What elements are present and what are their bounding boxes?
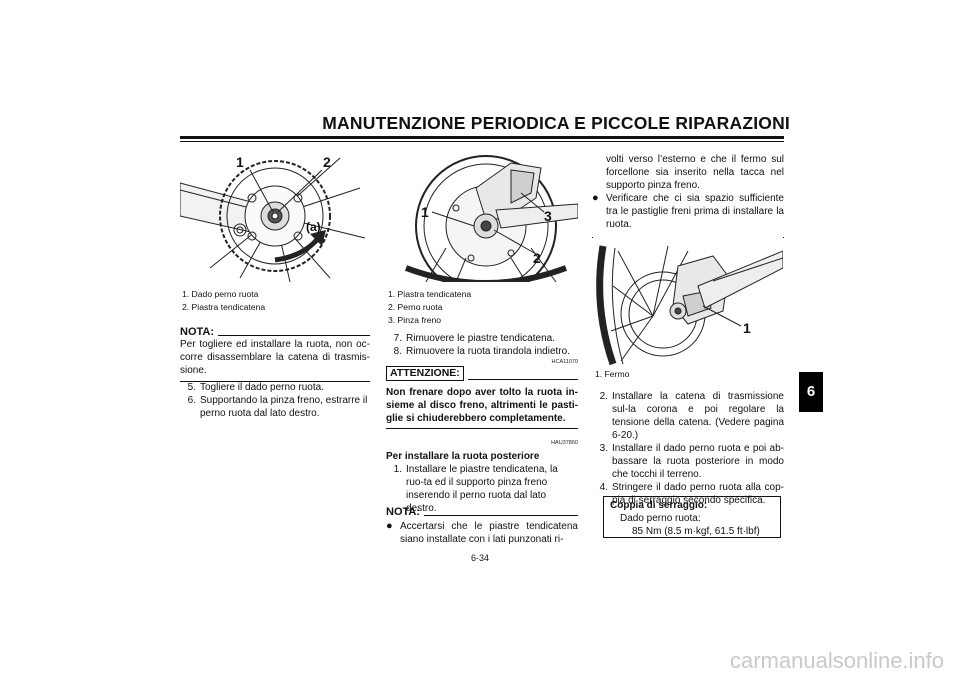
steps-list-1: 5.Togliere il dado perno ruota. 6.Suppor…: [180, 381, 372, 420]
caption-item: 1. Piastra tendicatena: [388, 289, 472, 299]
nota-block-2: NOTA: ● Accertarsi che le piastre tendic…: [386, 506, 578, 546]
nota-continued: volti verso l’esterno e che il fermo sul…: [592, 153, 784, 238]
callout-1: 1: [421, 204, 429, 220]
caption-item: 3. Pinza freno: [388, 315, 442, 325]
list-item: 5.Togliere il dado perno ruota.: [187, 382, 324, 393]
figure-wheel-nut: 1 2 (a): [180, 148, 370, 282]
watermark: carmanualsonline.info: [730, 648, 945, 673]
figure1-captions: 1. Dado perno ruota 2. Piastra tendicate…: [182, 288, 265, 314]
callout-2: 2: [533, 250, 541, 266]
nota-heading: NOTA:: [180, 326, 370, 338]
caution-block: ATTENZIONE: Non frenare dopo aver tolto …: [386, 366, 578, 429]
sprocket-illustration: [180, 157, 366, 282]
steps-list-3: 2.Installare la catena di trasmissione s…: [592, 390, 784, 507]
caution-divider: [386, 428, 578, 429]
list-item: ● Accertarsi che le piastre tendicatena …: [386, 520, 578, 545]
list-item: volti verso l’esterno e che il fermo sul…: [606, 154, 784, 191]
list-item: 6.Supportando la pinza freno, estrarre i…: [187, 395, 368, 419]
caption-item: 1. Fermo: [595, 369, 630, 379]
figure-stopper: 1: [593, 236, 783, 366]
list-item: 2.Installare la catena di trasmissione s…: [599, 391, 784, 441]
nota-block-1: NOTA: Per togliere ed installare la ruot…: [180, 326, 370, 382]
ref-code: HAU37860: [551, 440, 578, 446]
callout-1: 1: [236, 154, 244, 170]
list-item: ● Verificare che ci sia spazio sufficien…: [592, 192, 784, 230]
callout-3: 3: [544, 208, 552, 224]
list-item: 8.Rimuovere la ruota tirandola indietro.: [393, 346, 570, 357]
figure3-captions: 1. Fermo: [595, 368, 629, 381]
figure-brake-caliper: 1 2 3: [386, 148, 578, 282]
torque-spec-box: Coppia di serraggio: Dado perno ruota: 8…: [603, 496, 781, 538]
list-item: 7.Rimuovere le piastre tendicatena.: [393, 333, 555, 344]
callout-1: 1: [743, 320, 751, 336]
ref-code: HCA11070: [551, 359, 579, 365]
header-rule-thin: [180, 141, 784, 142]
steps-list-2: 7.Rimuovere le piastre tendicatena. 8.Ri…: [386, 332, 578, 358]
nota-text: Per togliere ed installare la ruota, non…: [180, 339, 370, 376]
nota-label: NOTA:: [386, 506, 421, 518]
torque-value: 85 Nm (8.5 m·kgf, 61.5 ft·lbf): [632, 526, 760, 537]
caption-item: 2. Perno ruota: [388, 302, 443, 312]
nota-heading: NOTA:: [386, 506, 578, 518]
callout-2: 2: [323, 154, 331, 170]
torque-title: Coppia di serraggio:: [610, 500, 708, 511]
list-item: 3.Installare il dado perno ruota e poi a…: [599, 443, 784, 480]
figure2-captions: 1. Piastra tendicatena 2. Perno ruota 3.…: [388, 288, 471, 327]
list-item: 1.Installare le piastre tendicatena, la …: [393, 464, 558, 514]
caption-item: 1. Dado perno ruota: [182, 289, 259, 299]
nota-label: NOTA:: [180, 326, 215, 338]
install-heading: Per installare la ruota posteriore: [386, 451, 540, 462]
install-steps: 1.Installare le piastre tendicatena, la …: [386, 463, 578, 515]
callout-a: (a): [306, 220, 321, 234]
stopper-illustration: [596, 245, 783, 366]
caution-text: Non frenare dopo aver tolto la ruota in-…: [386, 387, 578, 424]
header-rule: [180, 136, 784, 139]
torque-item: Dado perno ruota:: [620, 513, 701, 524]
bullet-icon: ●: [386, 520, 393, 532]
nota-divider: [180, 381, 370, 382]
section-tab: 6: [799, 372, 823, 412]
list-item: 4.Stringere il dado perno ruota alla cop…: [599, 482, 784, 506]
page-number: 6-34: [470, 553, 489, 563]
brake-illustration: [404, 155, 578, 282]
bullet-icon: ●: [592, 192, 599, 204]
page-title: MANUTENZIONE PERIODICA E PICCOLE RIPARAZ…: [322, 113, 790, 133]
caption-item: 2. Piastra tendicatena: [182, 302, 266, 312]
caution-label: ATTENZIONE:: [386, 366, 464, 381]
